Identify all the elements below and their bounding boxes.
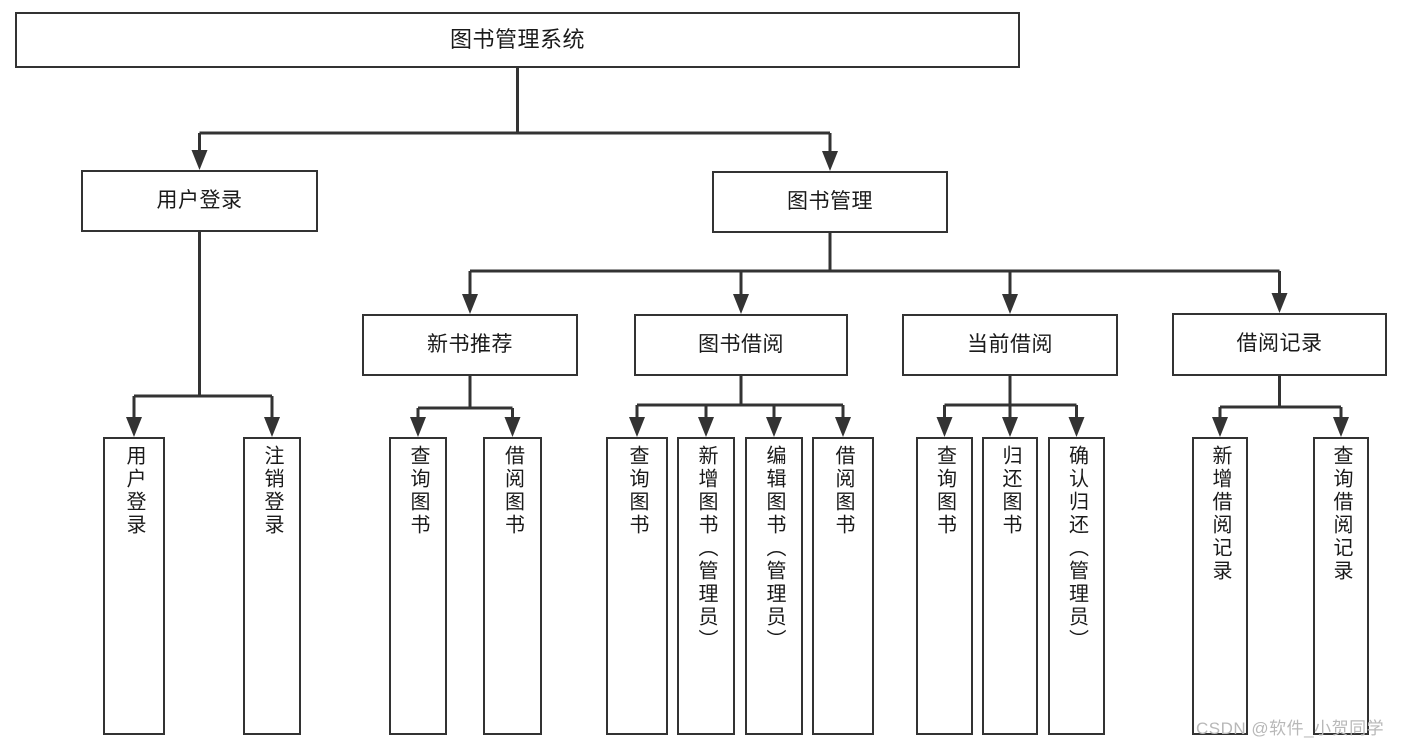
node-label: 用户登录 — [156, 188, 243, 212]
arrowhead — [126, 417, 142, 437]
node-label: 确认归还（管理员） — [1065, 445, 1088, 652]
node-bookmgmt[interactable]: 图书管理 — [712, 171, 948, 233]
arrowhead — [504, 417, 521, 437]
node-label: 新书推荐 — [427, 332, 513, 356]
node-leaf5[interactable]: 查询图书 — [606, 437, 668, 735]
node-records[interactable]: 借阅记录 — [1172, 313, 1387, 376]
arrowhead — [1068, 417, 1085, 437]
arrowhead — [835, 417, 851, 437]
arrowhead — [264, 417, 280, 437]
node-leaf3[interactable]: 查询图书 — [389, 437, 447, 735]
edge-group — [126, 68, 1349, 437]
csdn-watermark: CSDN @软件_小贺同学 — [1196, 719, 1385, 738]
arrowhead — [410, 417, 426, 437]
node-label: 新增借阅记录 — [1209, 445, 1231, 583]
node-leaf8[interactable]: 借阅图书 — [812, 437, 874, 735]
node-label: 图书借阅 — [698, 332, 784, 356]
arrowhead — [1002, 294, 1018, 314]
node-newbook[interactable]: 新书推荐 — [362, 314, 578, 376]
node-label: 图书管理系统 — [449, 27, 585, 53]
node-label: 查询图书 — [407, 445, 429, 537]
node-leaf2[interactable]: 注销登录 — [243, 437, 301, 735]
node-label: 查询图书 — [626, 445, 648, 537]
arrowhead — [936, 417, 953, 437]
node-leaf9[interactable]: 查询图书 — [916, 437, 973, 735]
node-label: 借阅图书 — [832, 445, 854, 537]
node-label: 借阅图书 — [501, 445, 524, 537]
node-current[interactable]: 当前借阅 — [902, 314, 1118, 376]
node-label: 编辑图书（管理员） — [763, 445, 785, 652]
arrowhead — [1212, 417, 1228, 437]
arrowhead — [733, 294, 749, 314]
arrowhead — [698, 417, 714, 437]
arrowhead — [822, 151, 838, 171]
node-label: 新增图书（管理员） — [695, 445, 717, 652]
node-label: 当前借阅 — [967, 332, 1053, 356]
arrowhead — [191, 150, 208, 170]
node-leaf7[interactable]: 编辑图书（管理员） — [745, 437, 803, 735]
node-borrow[interactable]: 图书借阅 — [634, 314, 848, 376]
arrowhead — [462, 294, 478, 314]
node-leaf11[interactable]: 确认归还（管理员） — [1048, 437, 1105, 735]
arrowhead — [1333, 417, 1349, 437]
node-label: 查询图书 — [933, 445, 956, 537]
arrowhead — [766, 417, 782, 437]
arrowhead — [1271, 293, 1288, 313]
node-leaf6[interactable]: 新增图书（管理员） — [677, 437, 735, 735]
node-label: 归还图书 — [999, 445, 1021, 537]
node-leaf4[interactable]: 借阅图书 — [483, 437, 542, 735]
node-leaf1[interactable]: 用户登录 — [103, 437, 165, 735]
node-label: 借阅记录 — [1236, 332, 1323, 356]
node-leaf10[interactable]: 归还图书 — [982, 437, 1038, 735]
node-label: 查询借阅记录 — [1330, 445, 1352, 583]
node-login[interactable]: 用户登录 — [81, 170, 318, 232]
node-label: 用户登录 — [123, 445, 145, 537]
node-root[interactable]: 图书管理系统 — [15, 12, 1020, 68]
node-label: 注销登录 — [261, 445, 283, 537]
node-label: 图书管理 — [787, 189, 873, 213]
node-leaf13[interactable]: 查询借阅记录 — [1313, 437, 1369, 735]
arrowhead — [1002, 417, 1018, 437]
arrowhead — [629, 417, 645, 437]
node-leaf12[interactable]: 新增借阅记录 — [1192, 437, 1248, 735]
